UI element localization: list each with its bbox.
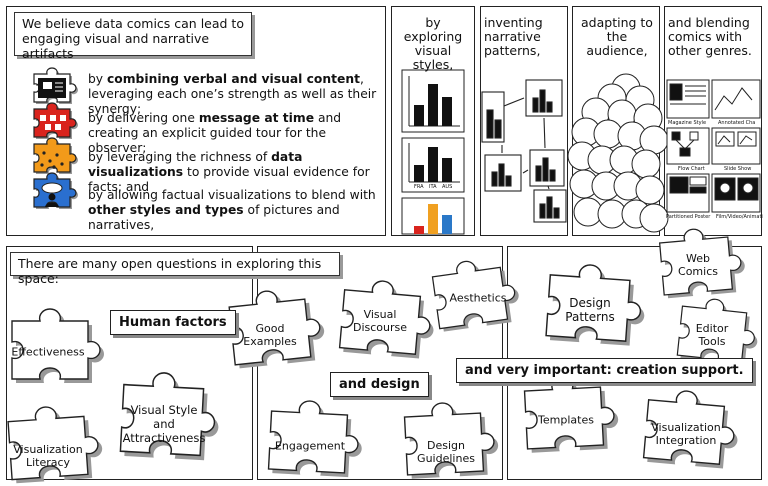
- piece-vis-integration-l1: Visualization: [651, 421, 721, 434]
- bullet1-pre: by: [88, 72, 107, 86]
- bullet4-bold: other styles and types: [88, 203, 244, 217]
- piece-vis-literacy-l1: Visualization: [13, 443, 83, 456]
- genre-thumbnails: [666, 79, 761, 213]
- bullet2-post: and creating an explicit guided tour for…: [88, 111, 342, 155]
- blending-text: and blending comics with other genres.: [668, 15, 752, 58]
- mini-bar-chart-3: [401, 197, 465, 235]
- piece-editor-tools: Editor Tools: [696, 322, 729, 348]
- mini-bar-chart-2: [401, 137, 465, 193]
- piece-engagement: Engagement: [274, 439, 346, 453]
- intro-caption: We believe data comics can lead to engag…: [14, 12, 252, 61]
- intro-caption-line1: We believe data comics can lead to: [22, 16, 244, 31]
- intro-caption-line2: engaging visual and narrative artifacts: [22, 31, 210, 61]
- genre-annotated: Annotated Cha: [718, 120, 756, 126]
- bullet-blend: by allowing factual visualizations to bl…: [88, 188, 378, 233]
- bullet1-bold: combining verbal and visual content: [107, 72, 360, 86]
- creation-support-box: and very important: creation support.: [456, 358, 753, 383]
- genre-magazine: Magazine Style: [668, 120, 707, 126]
- piece-visual-discourse-l1: Visual: [363, 308, 397, 321]
- bullet3-pre: by leveraging the richness of: [88, 150, 272, 164]
- piece-aesthetics: Aesthetics: [449, 291, 507, 305]
- piece-good-examples-l2: Examples: [243, 335, 297, 348]
- piece-design-guidelines-l1: Design: [427, 439, 465, 452]
- puzzle-stack-icon: [33, 67, 78, 209]
- piece-visual-discourse-l2: Discourse: [352, 321, 408, 334]
- piece-editor-tools-l2: Tools: [698, 335, 726, 348]
- genre-flow: Flow Chart: [678, 166, 705, 172]
- styles-text: by exploring visual styles,: [403, 15, 463, 72]
- narrative-flow-diagram: [481, 79, 567, 223]
- chart-label-fra: FRA: [414, 184, 424, 190]
- open-questions-caption: There are many open questions in explori…: [10, 252, 340, 286]
- piece-vis-literacy-l2: Literacy: [25, 456, 71, 469]
- piece-visual-style-l2: and: [153, 417, 175, 431]
- genre-slideshow: Slide Show: [724, 166, 752, 172]
- bullet2-pre: by delivering one: [88, 111, 199, 125]
- narrative-text: inventing narrative patterns,: [484, 15, 543, 58]
- piece-visual-discourse: Visual Discourse: [353, 308, 407, 334]
- bullet-message: by delivering one message at time and cr…: [88, 111, 378, 156]
- bullet1-post: , leveraging each one’s strength as well…: [88, 72, 377, 116]
- piece-design-patterns-l2: Patterns: [565, 310, 615, 324]
- audience-text: adapting to the audience,: [581, 15, 653, 58]
- piece-vis-integration-l2: Integration: [655, 434, 717, 447]
- piece-effectiveness: Effectiveness: [11, 345, 85, 359]
- bullet3-bold: data visualizations: [88, 150, 303, 179]
- piece-visual-style: Visual Style and Attractiveness: [123, 403, 206, 445]
- piece-visual-style-l1: Visual Style: [130, 403, 198, 417]
- piece-design-guidelines-l2: Guidelines: [417, 452, 475, 465]
- bullet4-pre: by allowing factual visualizations to bl…: [88, 188, 376, 202]
- mini-bar-chart-1: [401, 69, 465, 133]
- piece-web-comics-l1: Web: [686, 252, 710, 265]
- piece-design-patterns: Design Patterns: [565, 296, 614, 324]
- piece-web-comics: Web Comics: [678, 252, 718, 278]
- genre-film: Film/Video/Animati: [716, 214, 763, 220]
- piece-vis-literacy: Visualization Literacy: [13, 443, 82, 469]
- piece-good-examples: Good Examples: [243, 322, 296, 348]
- bullet2-bold: message at time: [198, 111, 315, 125]
- piece-templates: Templates: [538, 413, 594, 427]
- human-factors-box: Human factors: [110, 310, 236, 335]
- audience-crowd-icon: [567, 73, 669, 233]
- piece-vis-integration: Visualization Integration: [651, 421, 720, 447]
- bullet3-post: to provide visual evidence for facts; an…: [88, 165, 370, 194]
- piece-web-comics-l2: Comics: [678, 265, 718, 278]
- chart-label-ita: ITA: [429, 184, 437, 190]
- piece-visual-style-l3: Attractiveness: [122, 431, 206, 445]
- piece-design-patterns-l1: Design: [569, 296, 611, 310]
- and-design-box: and design: [330, 372, 429, 397]
- chart-label-aus: AUS: [442, 184, 453, 190]
- bullet-data-vis: by leveraging the richness of data visua…: [88, 150, 378, 195]
- piece-good-examples-l1: Good: [255, 322, 285, 335]
- bullet-combining: by combining verbal and visual content, …: [88, 72, 378, 117]
- piece-editor-tools-l1: Editor: [695, 322, 729, 335]
- piece-design-guidelines: Design Guidelines: [417, 439, 475, 465]
- genre-partitioned: Partitioned Poster: [666, 214, 711, 220]
- bullet4-post: of pictures and narratives,: [88, 203, 340, 232]
